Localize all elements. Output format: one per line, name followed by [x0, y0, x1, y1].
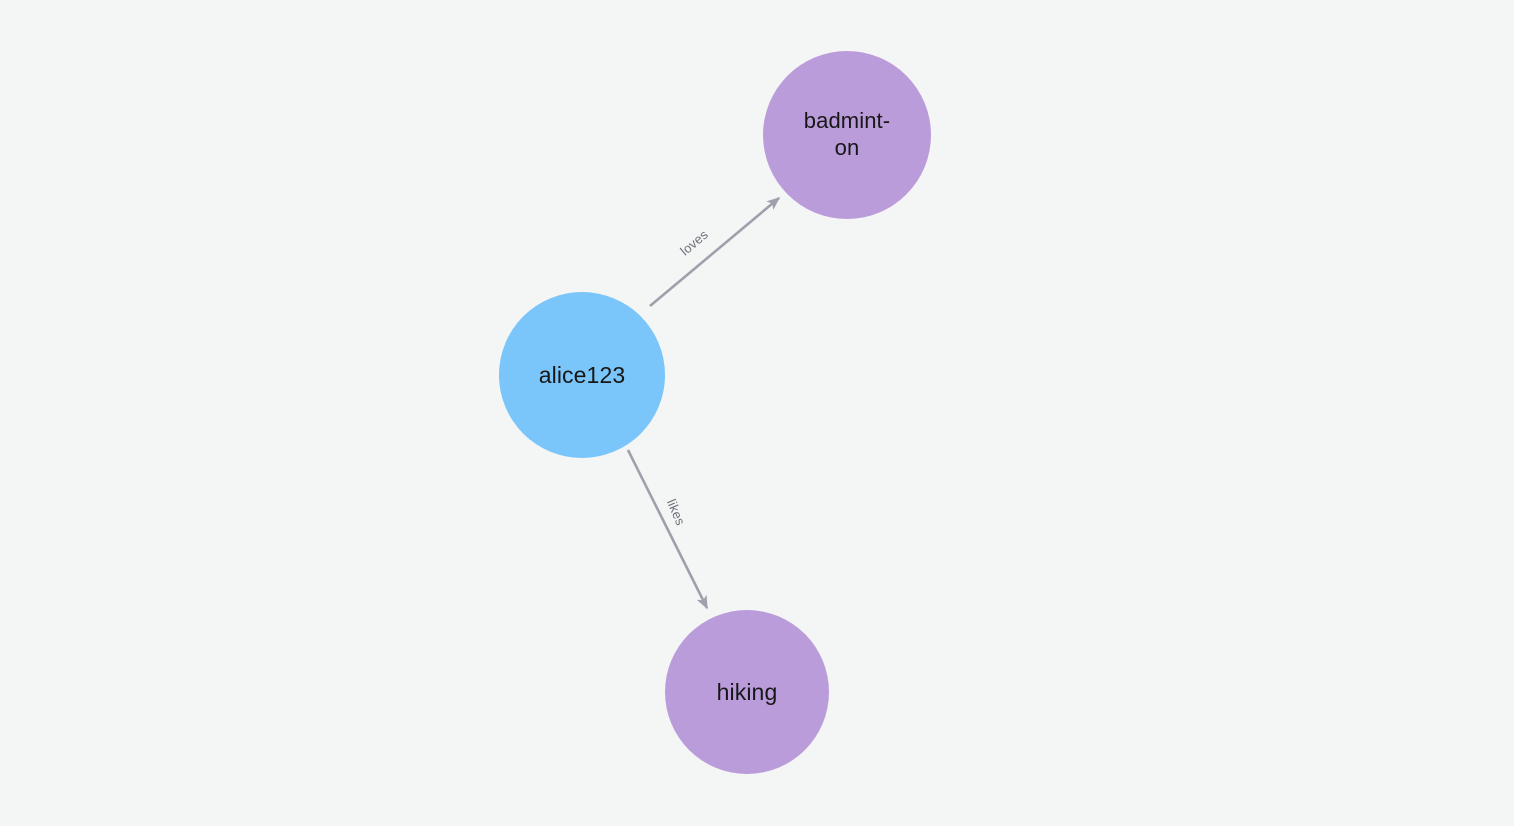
- edge-alice123-likes-hiking[interactable]: likes: [626, 449, 709, 610]
- edge-line: [626, 449, 709, 610]
- node-label-badminton: badmint- on: [803, 108, 891, 160]
- edge-label-likes: likes: [664, 497, 688, 528]
- node-label-alice123: alice123: [538, 361, 626, 388]
- node-badminton[interactable]: badmint- on: [763, 51, 931, 219]
- edge-label-loves: loves: [677, 227, 711, 259]
- node-hiking[interactable]: hiking: [665, 610, 829, 774]
- node-alice123[interactable]: alice123: [499, 292, 665, 458]
- edge-alice123-loves-badminton[interactable]: loves: [649, 196, 781, 307]
- node-label-hiking: hiking: [716, 678, 778, 705]
- edge-line: [649, 196, 781, 307]
